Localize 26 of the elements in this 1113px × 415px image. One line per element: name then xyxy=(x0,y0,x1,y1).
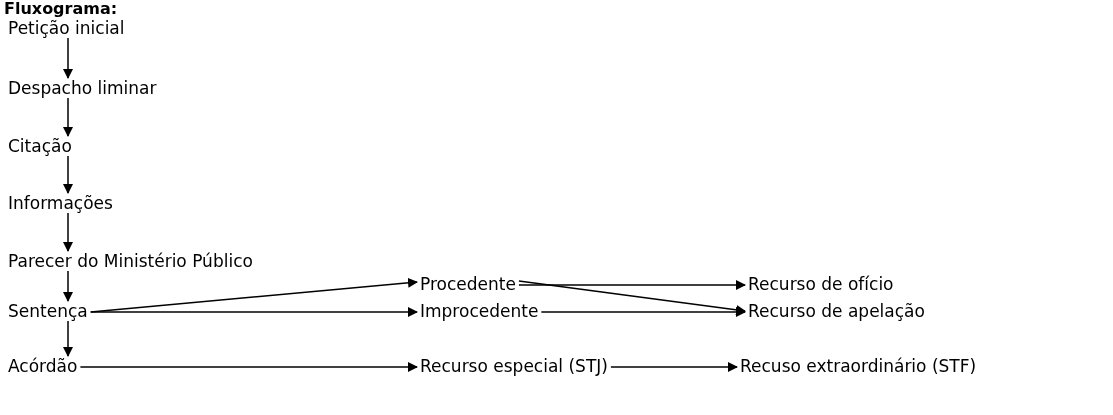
arrow xyxy=(518,280,746,290)
arrow xyxy=(79,362,418,372)
step-label: Recurso de apelação xyxy=(745,301,928,321)
arrow xyxy=(63,37,73,79)
step-label: Improcedente xyxy=(417,301,542,321)
step-label: Recurso especial (STJ) xyxy=(417,356,611,376)
arrow xyxy=(63,97,73,137)
arrow xyxy=(89,307,418,317)
step-label: Parecer do Ministério Público xyxy=(5,251,256,271)
step-label: Informações xyxy=(5,193,116,213)
step-label: Recurso de ofício xyxy=(745,274,897,294)
arrow xyxy=(540,307,746,317)
step-label: Procedente xyxy=(417,274,519,294)
step-label: Recuso extraordinário (STF) xyxy=(737,356,980,376)
arrow xyxy=(518,280,746,315)
step-label: Sentença xyxy=(5,301,91,321)
diagram-title: Fluxograma: xyxy=(4,0,118,18)
step-label: Despacho liminar xyxy=(5,78,160,98)
arrow xyxy=(63,320,73,357)
step-label: Citação xyxy=(5,136,75,156)
arrow xyxy=(610,362,738,372)
arrow xyxy=(63,270,73,302)
arrow xyxy=(63,212,73,252)
arrow xyxy=(63,155,73,194)
step-label: Petição inicial xyxy=(5,18,128,38)
step-label: Acórdão xyxy=(5,356,81,376)
